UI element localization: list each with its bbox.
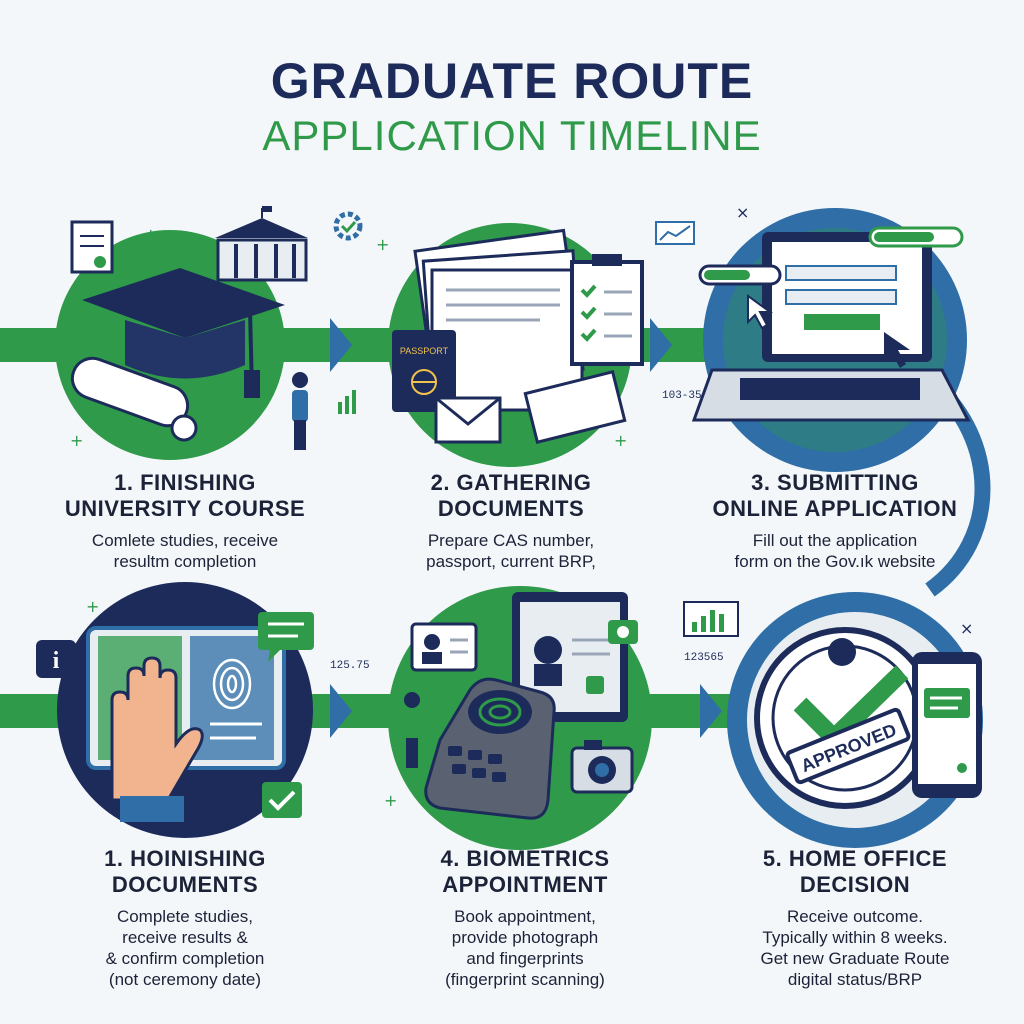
step-2-heading-line1: 2. GATHERING xyxy=(430,470,592,495)
passport-label: PASSPORT xyxy=(400,346,449,356)
step-4-heading-line2: DOCUMENTS xyxy=(111,872,259,897)
step-4-body-line3: & confirm completion xyxy=(105,949,265,968)
svg-text:×: × xyxy=(736,203,749,222)
step-4-heading-line1: 1. HOINISHING xyxy=(104,846,266,871)
step-6-body-line4: digital status/BRP xyxy=(787,970,923,989)
svg-text:+: + xyxy=(70,431,83,450)
hand-scan-icon xyxy=(110,656,204,822)
step-5-heading-line1: 4. BIOMETRICS xyxy=(440,846,610,871)
step-6-body-line2: Typically within 8 weeks. xyxy=(762,928,948,947)
small-document-icon xyxy=(523,370,627,444)
svg-text:+: + xyxy=(86,597,99,616)
diploma-scroll-icon xyxy=(70,356,198,442)
mini-chart-icon xyxy=(655,221,695,245)
step-3-body-line2: form on the Gov.ık website xyxy=(734,552,936,571)
small-camera-icon xyxy=(608,620,638,644)
step-3-card: 3. SUBMITTING ONLINE APPLICATION Fill ou… xyxy=(670,470,1000,572)
svg-text:+: + xyxy=(614,431,627,450)
svg-text:×: × xyxy=(960,619,973,638)
passport-icon xyxy=(392,330,456,412)
svg-text:+: + xyxy=(384,791,397,810)
step-4-card: 1. HOINISHING DOCUMENTS Complete studies… xyxy=(20,846,350,990)
chat-bubble-icon xyxy=(258,612,314,662)
step-5-body-line4: (fingerprint scanning) xyxy=(445,970,605,989)
university-building-icon xyxy=(215,206,308,282)
smartphone-icon xyxy=(912,652,982,798)
person-icon-2 xyxy=(404,692,420,768)
step-5-body-line2: provide photograph xyxy=(451,928,599,947)
decorative-sparkles: + + + + + + × × xyxy=(70,203,973,810)
page-title: GRADUATE ROUTE xyxy=(270,53,754,109)
cursor-icon xyxy=(884,332,910,368)
step4-illustration: i 125.75 xyxy=(36,582,370,838)
step-1-heading-line1: 1. FINISHING xyxy=(114,470,256,495)
graduation-cap-icon xyxy=(82,268,285,398)
step-6-body-line1: Receive outcome. xyxy=(786,907,924,926)
step5-illustration: 123565 xyxy=(388,586,739,850)
step2-illustration: PASSPORT 103-35 xyxy=(333,211,702,467)
biometric-terminal-icon xyxy=(424,677,556,820)
svg-text:+: + xyxy=(376,235,389,254)
page-subtitle: APPLICATION TIMELINE xyxy=(262,112,762,159)
step-4-body-line1: Complete studies, xyxy=(116,907,254,926)
step1-illustration xyxy=(55,206,356,460)
step-2-card: 2. GATHERING DOCUMENTS Prepare CAS numbe… xyxy=(346,470,676,572)
code-label-3: 123565 xyxy=(684,652,724,664)
step-5-body-line1: Book appointment, xyxy=(454,907,596,926)
step-2-body-line2: passport, current BRP, xyxy=(426,552,596,571)
step-3-heading-line1: 3. SUBMITTING xyxy=(751,470,919,495)
progress-bar-icon xyxy=(868,226,964,248)
step-1-card: 1. FINISHING UNIVERSITY COURSE Comlete s… xyxy=(20,470,350,572)
svg-text:+: + xyxy=(144,225,157,244)
step-3-heading-line2: ONLINE APPLICATION xyxy=(712,496,958,521)
code-label-1: 103-35 xyxy=(662,390,702,402)
progress-bar-icon-2 xyxy=(698,264,782,286)
person-icon xyxy=(292,372,308,450)
step-1-body-line1: Comlete studies, receive xyxy=(91,531,279,550)
step-5-heading-line2: APPOINTMENT xyxy=(442,872,608,897)
step-6-heading-line1: 5. HOME OFFICE xyxy=(762,846,948,871)
step-6-heading-line2: DECISION xyxy=(799,872,911,897)
step3-illustration xyxy=(691,208,971,472)
step-2-body-line1: Prepare CAS number, xyxy=(427,531,595,550)
cursor-icon-2 xyxy=(747,294,774,330)
gear-icon xyxy=(333,211,363,241)
info-icon: i xyxy=(36,640,76,678)
step-4-body-line2: receive results & xyxy=(122,928,248,947)
bar-chart-icon-2 xyxy=(683,601,739,637)
step-6-card: 5. HOME OFFICE DECISION Receive outcome.… xyxy=(690,846,1020,990)
envelope-icon xyxy=(434,396,502,444)
step6-illustration: APPROVED xyxy=(727,592,983,848)
approved-stamp-icon xyxy=(754,627,936,809)
fingerprint-icon xyxy=(210,658,262,740)
certificate-icon xyxy=(70,220,114,274)
step-3-body-line1: Fill out the application xyxy=(752,531,918,550)
id-card-icon xyxy=(410,622,478,672)
step-4-body-line4: (not ceremony date) xyxy=(108,970,262,989)
camera-icon xyxy=(570,740,634,794)
step-6-body-line3: Get new Graduate Route xyxy=(760,949,950,968)
bar-chart-icon xyxy=(338,390,356,414)
svg-text:i: i xyxy=(53,648,60,674)
clipboard-checklist-icon xyxy=(570,254,644,366)
step-2-heading-line2: DOCUMENTS xyxy=(437,496,585,521)
check-icon xyxy=(262,782,302,818)
code-label-2: 125.75 xyxy=(330,660,370,672)
step-1-heading-line2: UNIVERSITY COURSE xyxy=(64,496,306,521)
step-5-card: 4. BIOMETRICS APPOINTMENT Book appointme… xyxy=(360,846,690,990)
step-1-body-line2: resultm completion xyxy=(113,552,257,571)
laptop-form-icon xyxy=(691,232,971,422)
step-5-body-line3: and fingerprints xyxy=(466,949,584,968)
